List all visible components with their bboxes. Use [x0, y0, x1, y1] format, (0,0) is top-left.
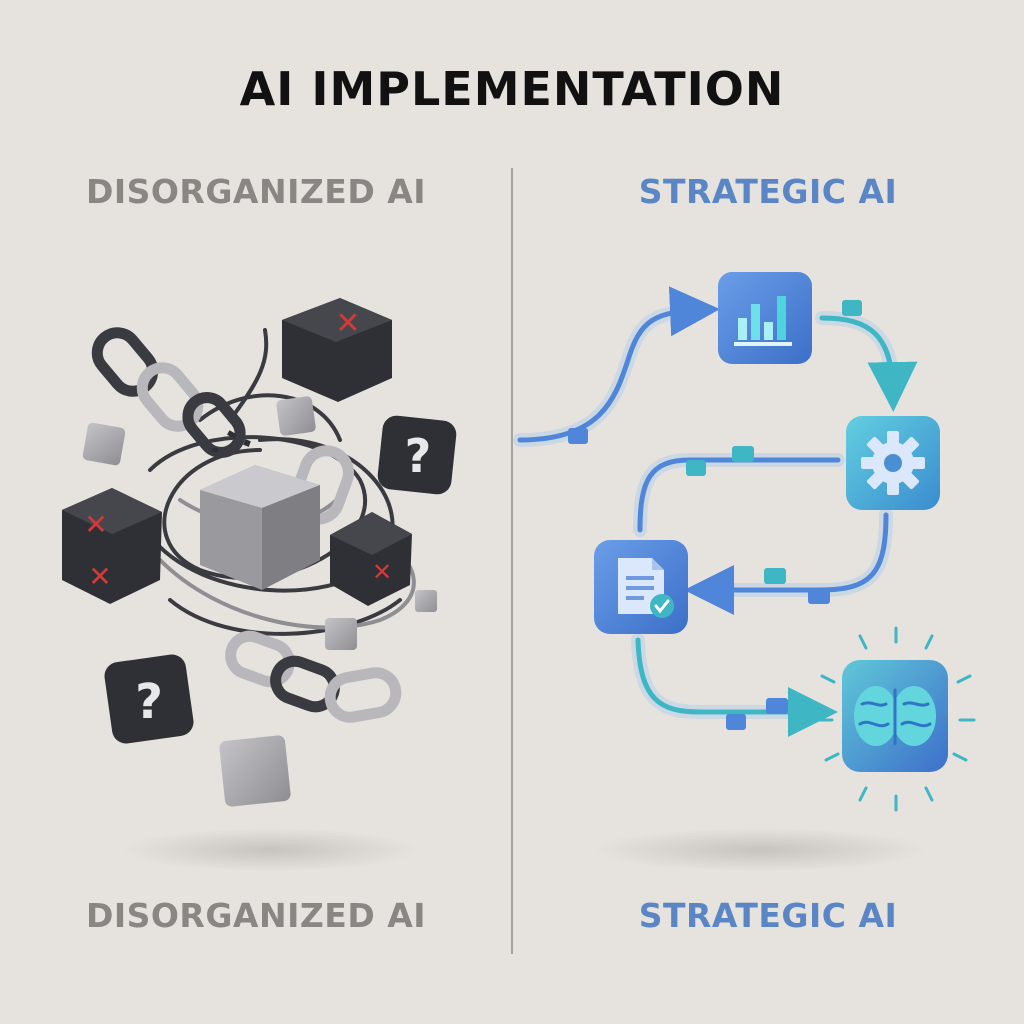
disorganized-heading-top: DISORGANIZED AI	[85, 172, 427, 211]
debris	[212, 430, 251, 452]
strategic-heading-bottom: STRATEGIC AI	[638, 896, 898, 935]
dark-cube-x-1: ✕	[282, 298, 392, 402]
strategic-heading-top: STRATEGIC AI	[638, 172, 898, 211]
document-tile	[594, 540, 688, 634]
dark-cube-x-3: ✕	[330, 512, 412, 606]
x-mark-icon: ✕	[335, 306, 360, 341]
question-tile-2: ?	[104, 654, 194, 744]
brain-icon	[854, 686, 936, 746]
dark-cube-x-2: ✕ ✕	[62, 488, 162, 604]
gear-tile	[846, 416, 940, 510]
flow-path-chart-gear	[819, 315, 918, 412]
flow-path-gear-back	[637, 457, 841, 533]
center-divider	[511, 168, 513, 954]
x-mark-icon: ✕	[372, 558, 392, 586]
flow-path-in	[517, 286, 720, 443]
strategic-flow	[513, 272, 976, 812]
x-mark-icon: ✕	[88, 560, 111, 593]
right-ground-shadow	[590, 828, 930, 872]
glow-rays	[816, 626, 976, 812]
bar-chart-icon	[734, 296, 792, 346]
disorganized-cluster: ✕ ✕ ✕ ✕ ? ?	[62, 298, 457, 807]
central-grey-cube	[200, 465, 320, 590]
x-mark-icon: ✕	[84, 508, 107, 541]
document-check-icon	[618, 558, 674, 618]
question-tile-1: ?	[377, 415, 457, 495]
flow-path-document-brain	[635, 637, 838, 737]
data-tags	[568, 300, 862, 730]
gear-icon	[861, 431, 925, 495]
page-title: AI IMPLEMENTATION	[239, 62, 785, 116]
brain-tile	[816, 626, 976, 812]
small-grey-cubes	[82, 396, 437, 807]
left-ground-shadow	[120, 828, 420, 872]
question-mark-icon: ?	[135, 674, 163, 730]
disorganized-heading-bottom: DISORGANIZED AI	[85, 896, 427, 935]
chart-tile	[718, 272, 812, 364]
question-mark-icon: ?	[405, 429, 432, 483]
